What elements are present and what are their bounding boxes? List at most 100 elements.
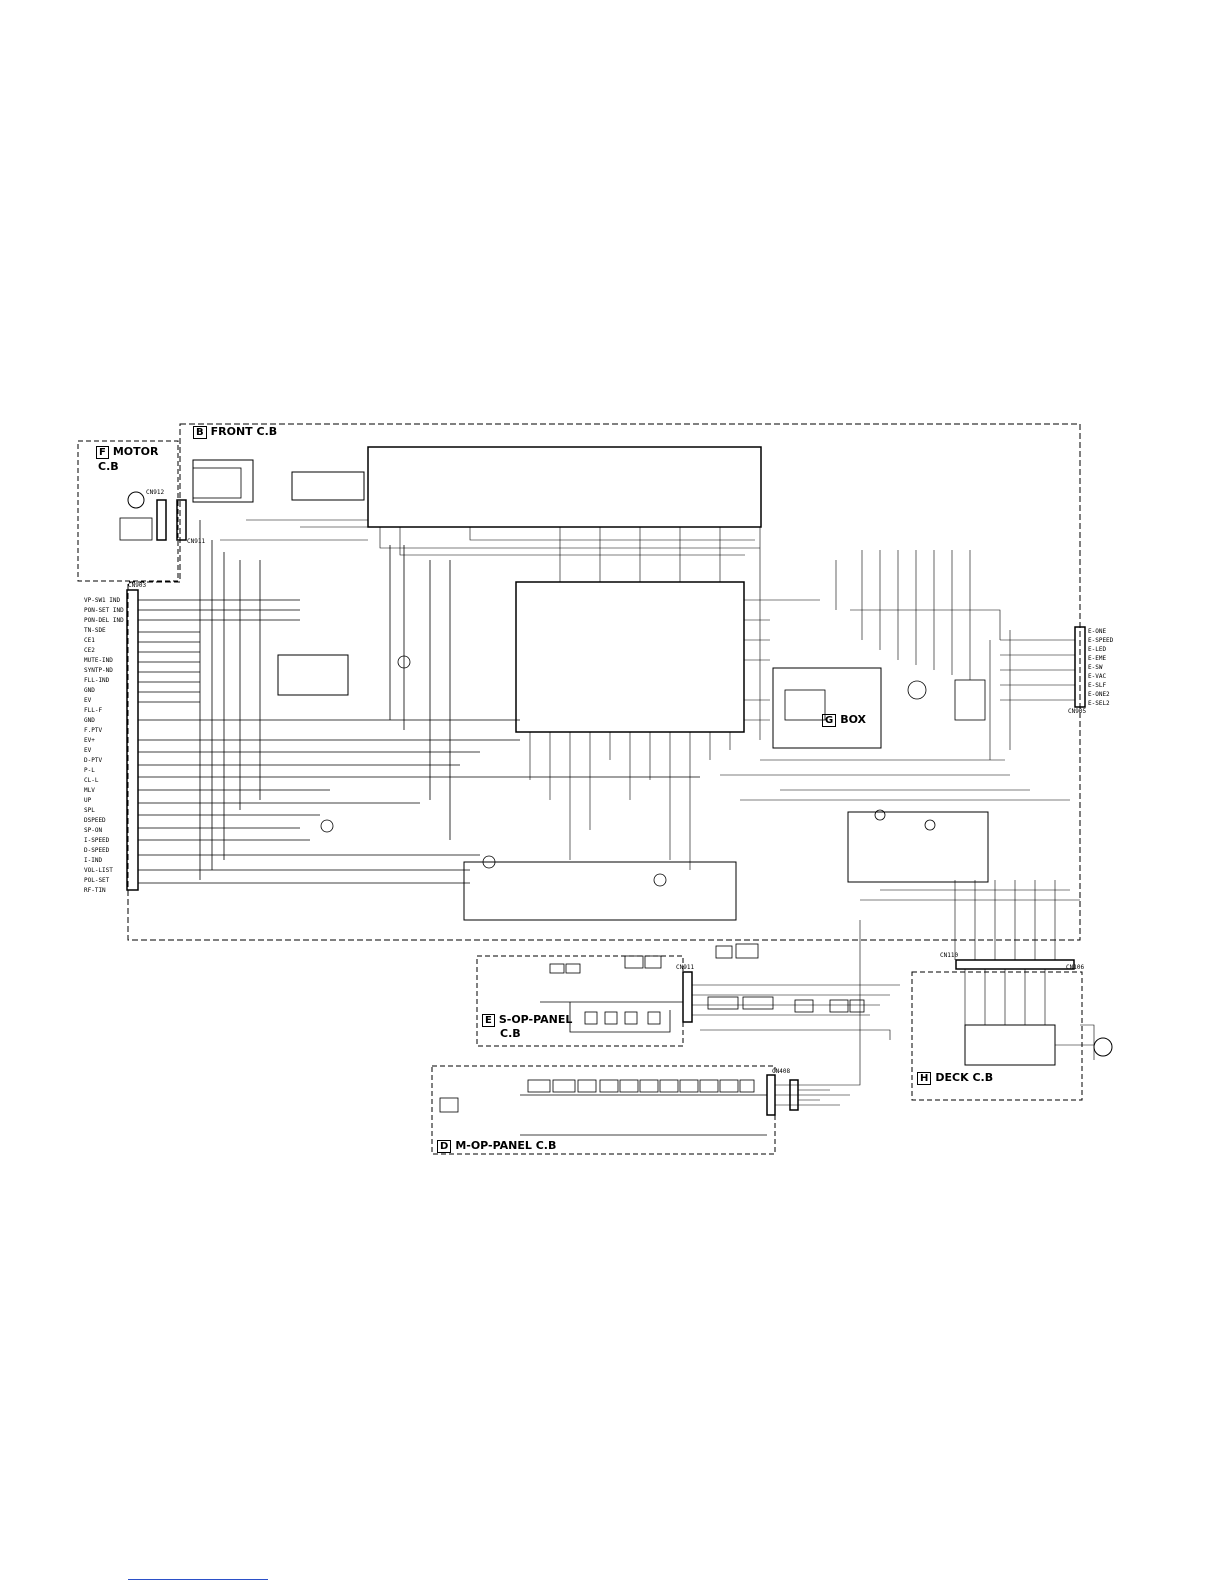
right-signal-2: E-LED xyxy=(1088,646,1107,653)
left-signal-22: DSPEED xyxy=(84,817,106,824)
m-panel-connector xyxy=(766,1074,776,1116)
motor-connector-a xyxy=(156,499,167,541)
box-inner-block xyxy=(784,689,826,721)
motor-connector-b xyxy=(176,499,187,541)
right-signal-4: E-SW xyxy=(1088,664,1103,671)
right-signal-8: E-SEL2 xyxy=(1088,700,1110,707)
left-signal-10: EV xyxy=(84,697,92,704)
deck-motor-symbol xyxy=(1093,1037,1113,1057)
deck-board-outline xyxy=(911,971,1083,1101)
footer-link-underline[interactable] xyxy=(128,1579,268,1580)
right-signal-5: E-VAC xyxy=(1088,673,1107,680)
left-signal-13: F.PTV xyxy=(84,727,103,734)
connector-left-label: CN903 xyxy=(128,582,147,589)
connector-s-panel-label: CN911 xyxy=(676,964,695,971)
connector-deck-right-label: CN106 xyxy=(1066,964,1085,971)
left-signal-25: D-SPEED xyxy=(84,847,110,854)
motor-board-subtitle: C.B xyxy=(98,460,119,473)
s-panel-switches xyxy=(540,955,683,1033)
left-signal-0: VP-SW1 IND xyxy=(84,597,121,604)
left-signal-6: MUTE-IND xyxy=(84,657,113,664)
left-signal-18: CL-L xyxy=(84,777,99,784)
right-signal-0: E-ONE xyxy=(1088,628,1107,635)
left-signal-15: EV xyxy=(84,747,92,754)
left-signal-27: VOL-LIST xyxy=(84,867,113,874)
left-signal-23: SP-ON xyxy=(84,827,103,834)
left-signal-5: CE2 xyxy=(84,647,95,654)
connector-right-label: CN905 xyxy=(1068,708,1087,715)
s-op-panel-subtitle: C.B xyxy=(500,1027,521,1040)
ic-left xyxy=(277,654,349,696)
right-resistor-columns xyxy=(835,550,1075,760)
motor-board-name: MOTOR xyxy=(112,445,159,458)
right-signal-list: E-ONE E-SPEED E-LED E-EME E-SW E-VAC E-S… xyxy=(1088,628,1128,709)
front-board-name: FRONT C.B xyxy=(210,425,278,438)
left-vertical-lines xyxy=(199,520,451,880)
motor-symbol xyxy=(127,491,145,509)
connector-motor-a-label: CN912 xyxy=(146,489,165,496)
deck-inner-block xyxy=(964,1024,1056,1066)
box-board-letter: G xyxy=(822,714,837,727)
front-board-letter: B xyxy=(193,426,207,439)
display-bus xyxy=(220,519,761,740)
left-signal-24: I-SPEED xyxy=(84,837,110,844)
deck-board-name: DECK C.B xyxy=(935,1071,994,1084)
deck-board-letter: H xyxy=(917,1072,932,1085)
left-connector-body xyxy=(126,589,139,891)
lower-panel-lines xyxy=(692,880,1080,1106)
connector-deck-top-label: CN110 xyxy=(940,952,959,959)
left-signal-16: D-PTV xyxy=(84,757,103,764)
box-board-name: BOX xyxy=(840,713,867,726)
left-signal-14: EV+ xyxy=(84,737,95,744)
m-panel-switches xyxy=(439,1079,767,1136)
left-bus-lines xyxy=(138,599,700,884)
mcu-right-lines xyxy=(720,599,1070,801)
left-signal-8: FLL-IND xyxy=(84,677,110,684)
right-ic-block xyxy=(954,679,986,721)
right-signal-1: E-SPEED xyxy=(1088,637,1114,644)
left-signal-3: TN-SDE xyxy=(84,627,106,634)
left-signal-7: SYNTP-ND xyxy=(84,667,113,674)
deck-internal-lines xyxy=(964,969,1095,1060)
op-panel-right-switches xyxy=(707,943,865,1013)
motor-board-outline xyxy=(77,440,179,582)
connector-motor-b-label: CN911 xyxy=(187,538,206,545)
left-signal-2: PON-DEL IND xyxy=(84,617,124,624)
left-signal-29: RF-TIN xyxy=(84,887,106,894)
front-board-outline xyxy=(127,423,1081,941)
left-signal-17: P-L xyxy=(84,767,95,774)
connector-m-panel-label: CN408 xyxy=(772,1068,791,1075)
deck-connector-row xyxy=(955,959,1075,970)
transistor-symbols xyxy=(320,655,936,887)
main-mcu-chip xyxy=(515,581,745,733)
left-signal-21: SPL xyxy=(84,807,95,814)
motor-inner-block xyxy=(192,467,242,499)
lower-transistor-block xyxy=(463,861,737,921)
s-op-panel-name: S-OP-PANEL xyxy=(498,1013,573,1026)
left-signal-12: GND xyxy=(84,717,95,724)
right-signal-6: E-SLF xyxy=(1088,682,1107,689)
left-signal-11: FLL-F xyxy=(84,707,103,714)
left-signal-1: PON-SET IND xyxy=(84,607,124,614)
left-signal-19: MLV xyxy=(84,787,95,794)
box-board-outline xyxy=(772,667,882,749)
s-panel-connector xyxy=(682,971,693,1023)
motor-small-block xyxy=(119,517,153,541)
motor-board-letter: F xyxy=(96,446,109,459)
right-connector-body xyxy=(1074,626,1086,708)
s-op-panel-letter: E xyxy=(482,1014,495,1027)
right-signal-7: E-ONE2 xyxy=(1088,691,1110,698)
left-signal-26: I-IND xyxy=(84,857,103,864)
m-op-panel-name: M-OP-PANEL C.B xyxy=(455,1139,557,1152)
left-signal-list: VP-SW1 IND PON-SET IND PON-DEL IND TN-SD… xyxy=(84,597,126,897)
left-signal-4: CE1 xyxy=(84,637,95,644)
top-left-block xyxy=(192,459,254,503)
fl-display-block xyxy=(367,446,762,528)
